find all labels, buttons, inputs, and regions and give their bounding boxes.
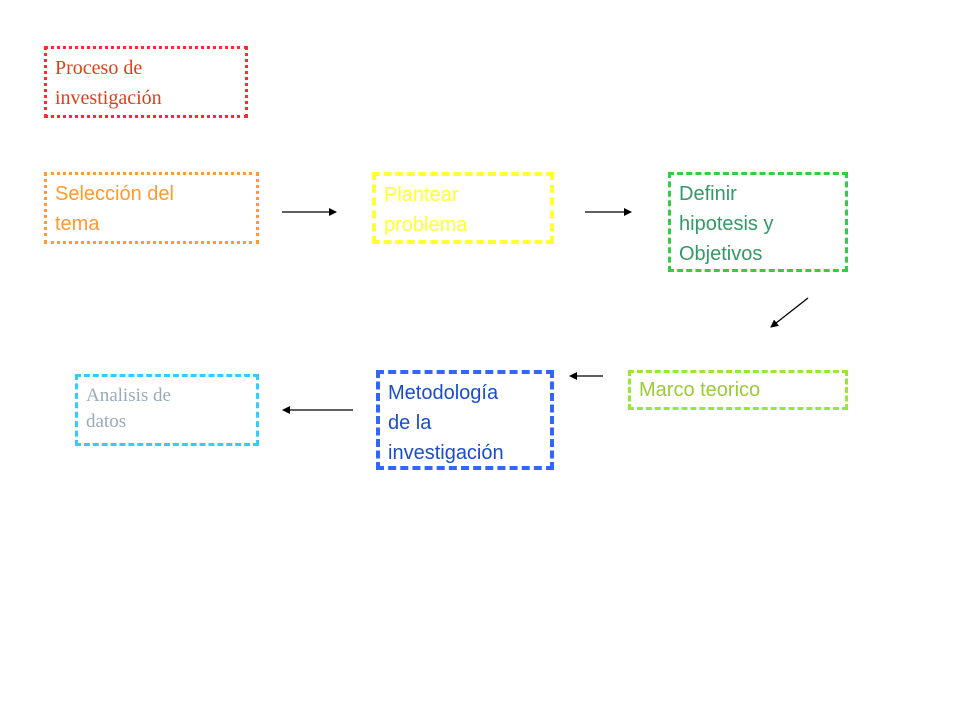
step-3-line-2: hipotesis y bbox=[679, 213, 774, 235]
step-2-line-1: Plantear bbox=[384, 184, 459, 206]
title-box: Proceso de investigación bbox=[44, 46, 248, 118]
step-6-line-1: Analisis de bbox=[86, 385, 171, 406]
title-line-1: Proceso de bbox=[55, 57, 143, 79]
step-4-line-1: Marco teorico bbox=[639, 379, 761, 401]
arrow-3-to-4 bbox=[770, 297, 809, 328]
step-analisis-datos: Analisis de datos bbox=[75, 374, 259, 446]
step-plantear-problema: Plantear problema bbox=[372, 172, 554, 244]
step-3-line-1: Definir bbox=[679, 183, 737, 205]
title-line-2: investigación bbox=[55, 87, 162, 109]
step-1-line-2: tema bbox=[55, 213, 100, 235]
step-definir-hipotesis: Definir hipotesis y Objetivos bbox=[668, 172, 848, 272]
step-metodologia: Metodología de la investigación bbox=[376, 370, 554, 470]
step-5-line-3: investigación bbox=[388, 442, 504, 464]
step-5-line-1: Metodología bbox=[388, 382, 499, 404]
step-3-line-3: Objetivos bbox=[679, 243, 763, 265]
step-6-line-2: datos bbox=[86, 411, 127, 432]
step-5-line-2: de la bbox=[388, 412, 432, 434]
step-marco-teorico: Marco teorico bbox=[628, 370, 848, 410]
step-seleccion-tema: Selección del tema bbox=[44, 172, 259, 244]
step-1-line-1: Selección del bbox=[55, 183, 174, 205]
step-2-line-2: problema bbox=[384, 214, 468, 236]
